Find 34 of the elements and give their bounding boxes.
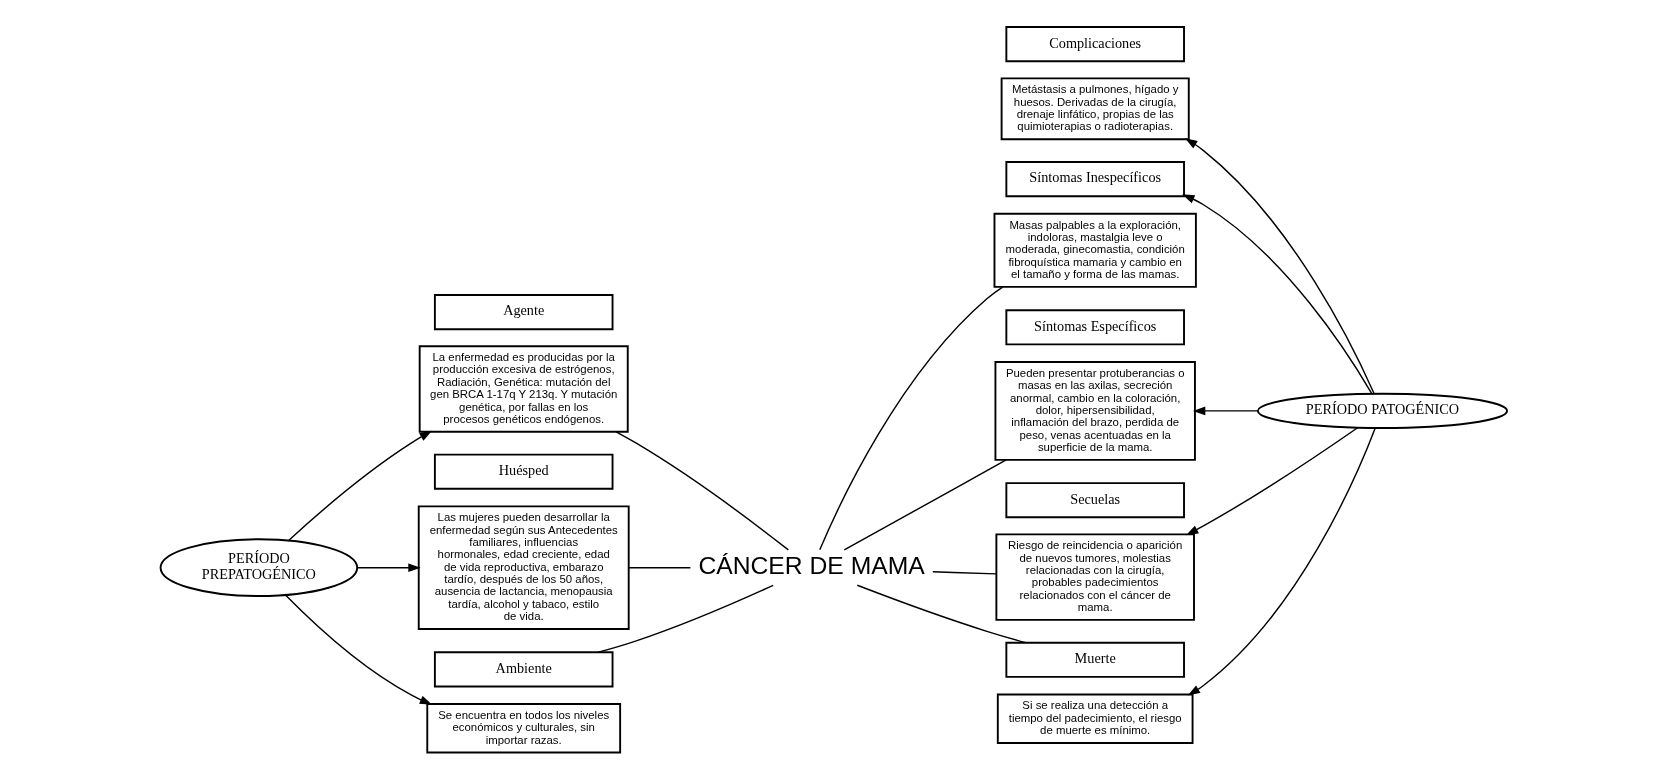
node-box: Las mujeres pueden desarrollar la enfermedad según sus Antecedentes familiares, influencias hormonales, edad creciente, edad de vida reproductiva, embarazo tardío, después de los 50 años, ausencia de lactancia, menopausia tardía, alcohol y tabaco, estilo de vida. — [417, 505, 630, 630]
arrow — [1182, 194, 1373, 395]
arrow — [1187, 427, 1376, 696]
connector — [615, 431, 790, 551]
node-box: Si se realiza una detección a tiempo del padecimiento, el riesgo de muerte es mínimo. — [996, 693, 1194, 744]
connector — [628, 566, 692, 569]
connector — [597, 584, 774, 653]
node-box: Muerte — [1005, 641, 1185, 678]
arrow — [1185, 138, 1375, 395]
node-box: Masas palpables a la exploración, indoloras, mastalgia leve o moderada, ginecomastia, condición fibroquística mamaria y cambio en el tamaño y forma de las mamas. — [993, 212, 1197, 288]
arrow — [356, 563, 421, 572]
node-box: Complicaciones — [1005, 26, 1185, 63]
node-box: Metástasis a pulmones, hígado y huesos. Derivadas de la cirugía, drenaje linfático, propias de las quimioterapias o radioterapias. — [1000, 77, 1190, 141]
node-ellipse: PERÍODO PATOGÉNICO — [1256, 392, 1508, 429]
arrow — [287, 430, 432, 542]
arrow — [1192, 406, 1259, 416]
arrow — [1186, 427, 1359, 536]
node-box: Pueden presentar protuberancias o masas en las axilas, secreción anormal, cambio en la coloración, dolor, hipersensibilidad, inflamación del brazo, perdida de peso, venas acentuadas en la superficie de la mama. — [994, 361, 1196, 461]
node-box: Ambiente — [433, 651, 614, 688]
connector — [819, 286, 1004, 551]
node-box: Se encuentra en todos los niveles económicos y culturales, sin importar razas. — [426, 703, 622, 754]
node-box: Secuelas — [1005, 482, 1185, 519]
node-box: Síntomas Inespecíficos — [1005, 161, 1185, 198]
node-box: Huésped — [433, 453, 614, 490]
node-box: Riesgo de reincidencia o aparición de nuevos tumores, molestias relacionadas con la cirugía, probables padecimientos relacionados con el cáncer de mama. — [995, 533, 1195, 621]
node-text: CÁNCER DE MAMA — [698, 551, 925, 579]
node-ellipse: PERÍODO PREPATOGÉNICO — [159, 538, 359, 598]
connector — [843, 459, 1007, 551]
node-box: La enfermedad es producidas por la producción excesiva de estrógenos, Radiación, Genética: mutación del gen BRCA 1-17q Y 213q. Y mutación genética, por fallas en los procesos genéticos endógenos. — [418, 345, 629, 433]
node-box: Agente — [433, 294, 614, 331]
connector — [932, 571, 997, 575]
connector — [856, 584, 1027, 644]
arrow — [284, 594, 433, 705]
node-box: Síntomas Específicos — [1005, 309, 1185, 346]
